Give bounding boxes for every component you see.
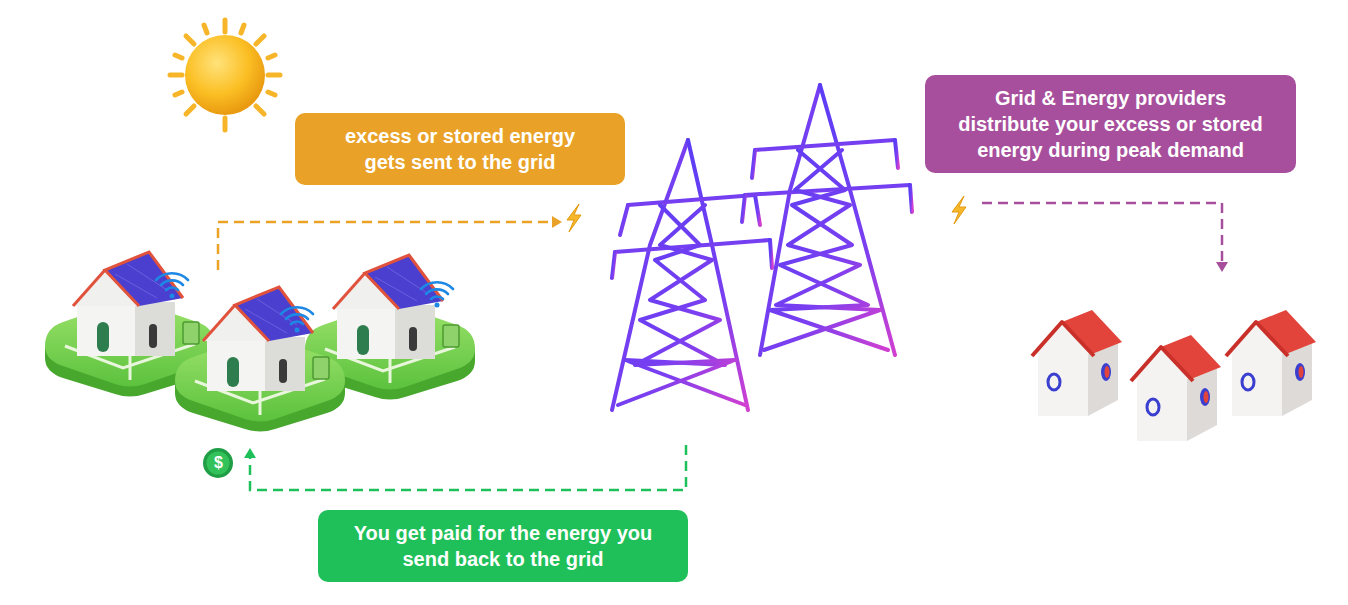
orange-callout-box: excess or stored energy gets sent to the… [295,113,625,185]
callout-text: Grid & Energy providers distribute your … [952,85,1270,163]
green-callout-box: You get paid for the energy you send bac… [318,510,688,582]
callout-text: excess or stored energy gets sent to the… [329,123,591,175]
dollar-sign: $ [214,455,223,471]
purple-callout-box: Grid & Energy providers distribute your … [925,75,1296,173]
callout-text: You get paid for the energy you send bac… [342,520,664,572]
